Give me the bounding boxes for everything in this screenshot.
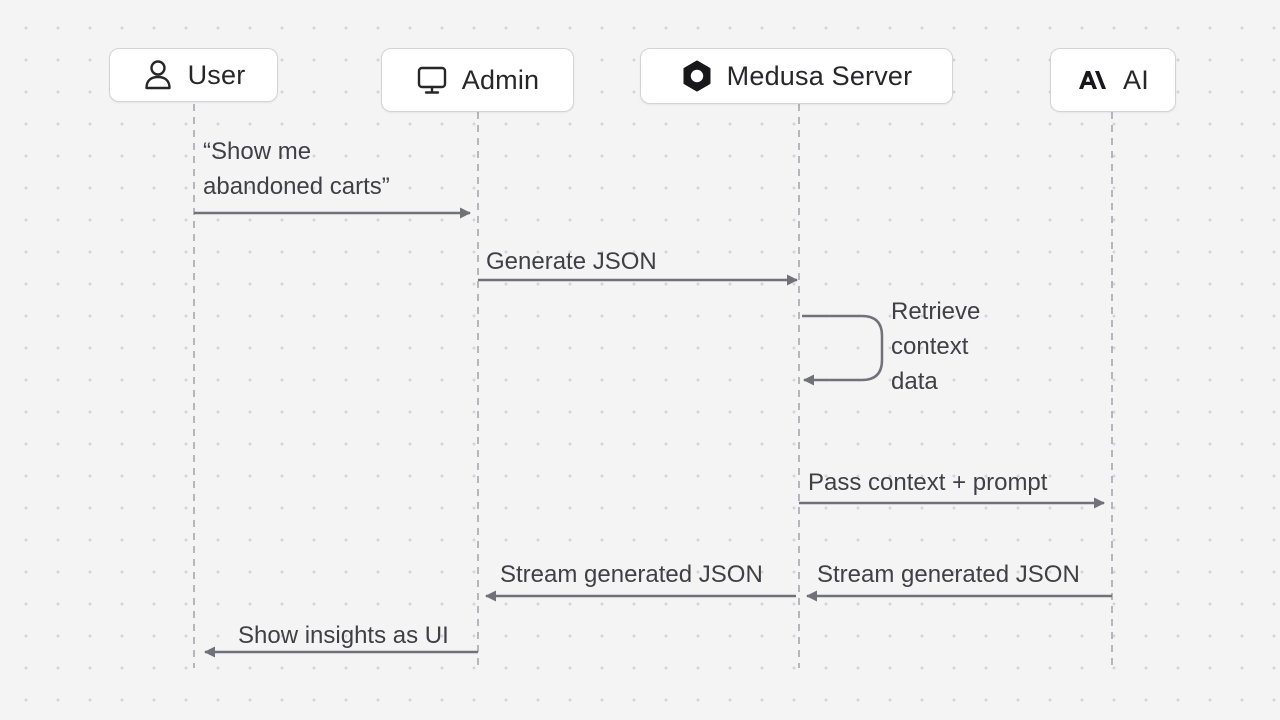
medusa-hexagon-icon	[681, 60, 713, 92]
message-line: data	[891, 368, 938, 395]
message-stream-json-to-server: Stream generated JSON	[817, 561, 1080, 588]
message-stream-json-to-admin: Stream generated JSON	[500, 561, 763, 588]
arrow-server-self-loop	[802, 314, 884, 386]
user-icon	[142, 59, 174, 91]
participant-admin: Admin	[381, 48, 574, 112]
message-line: context	[891, 333, 969, 360]
participant-ai-title: AI	[1123, 64, 1149, 95]
message-line: abandoned carts”	[203, 173, 390, 200]
message-pass-context-prompt: Pass context + prompt	[808, 469, 1048, 496]
monitor-icon	[416, 64, 448, 96]
message-retrieve-context-data: Retrieve context data	[891, 294, 980, 399]
anthropic-icon	[1077, 64, 1109, 96]
message-show-abandoned-carts: “Show me abandoned carts”	[203, 134, 390, 204]
message-line: Retrieve	[891, 298, 981, 325]
participant-user-title: User	[187, 59, 246, 90]
participant-ai: AI	[1050, 48, 1176, 112]
message-show-insights-ui: Show insights as UI	[238, 622, 449, 649]
participant-server-title: Medusa Server	[726, 60, 913, 91]
message-generate-json: Generate JSON	[486, 248, 657, 275]
participant-user: User	[109, 48, 278, 102]
message-line: “Show me	[203, 138, 312, 165]
participant-medusa-server: Medusa Server	[640, 48, 953, 104]
participant-admin-title: Admin	[461, 64, 540, 95]
